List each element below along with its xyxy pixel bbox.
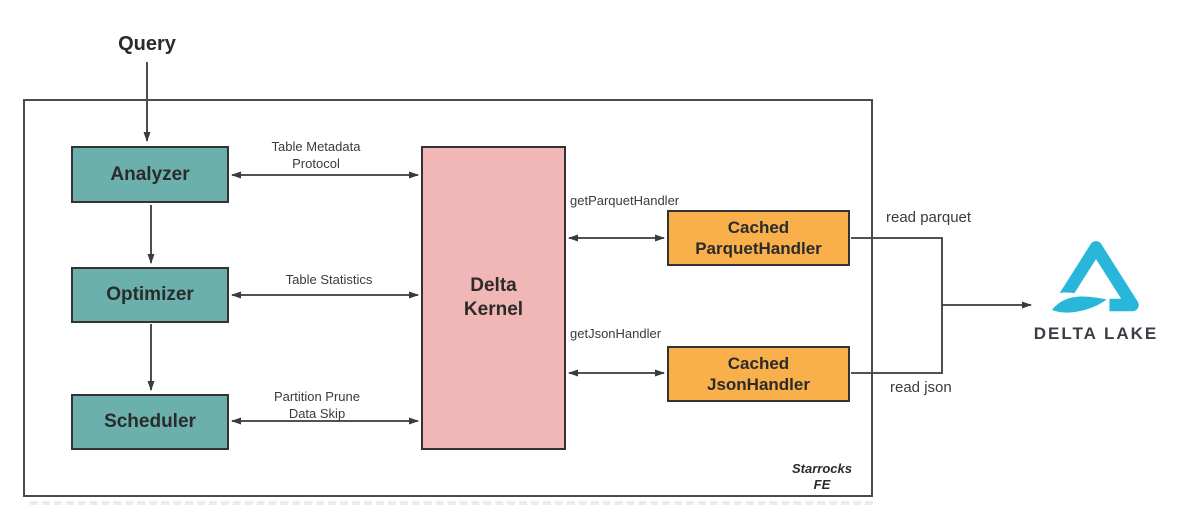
partition-prune-data-skip-label: Partition Prune Data Skip (274, 389, 360, 421)
delta-lake-logo: DELTA LAKE (1030, 240, 1162, 344)
get-json-handler-label: getJsonHandler (570, 326, 662, 341)
get-parquet-handler-label: getParquetHandler (570, 193, 680, 208)
query-label: Query (118, 33, 176, 55)
analyzer-node: Analyzer (71, 146, 229, 203)
delta-lake-triangle-icon (1048, 241, 1139, 322)
scheduler-node: Scheduler (71, 394, 229, 450)
optimizer-node: Optimizer (71, 267, 229, 323)
cached-parquet-handler-node: Cached ParquetHandler (667, 210, 850, 266)
json-handler-label-line2: JsonHandler (707, 375, 810, 394)
json-handler-label-line1: Cached (727, 354, 790, 373)
read-json-label: read json (890, 379, 952, 396)
delta-kernel-label-line1: Delta (470, 275, 517, 296)
optimizer-node-label: Optimizer (106, 284, 194, 305)
read-parquet-label: read parquet (886, 209, 972, 226)
table-metadata-protocol-label: Table Metadata Protocol (271, 139, 361, 171)
parquet-handler-label-line1: Cached (727, 218, 790, 237)
starrocks-fe-caption: Starrocks FE (792, 461, 852, 492)
table-statistics-label: Table Statistics (285, 272, 373, 287)
analyzer-node-label: Analyzer (110, 163, 190, 185)
cached-json-handler-node: Cached JsonHandler (667, 346, 850, 402)
parquet-handler-label-line2: ParquetHandler (695, 239, 822, 258)
box-shadow-dashes (30, 501, 873, 505)
scheduler-node-label: Scheduler (104, 411, 196, 432)
delta-kernel-label-line2: Kernel (463, 299, 524, 320)
starrocks-fe-container-box (23, 99, 873, 497)
delta-kernel-node: Delta Kernel (421, 146, 566, 450)
delta-lake-wordmark: DELTA LAKE (1033, 324, 1159, 343)
